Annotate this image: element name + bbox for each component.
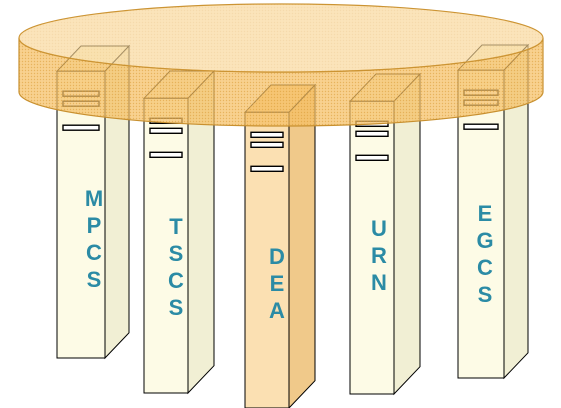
tower-label-egcs: E G C S: [470, 200, 500, 308]
tower-egcs-letter: S: [478, 281, 493, 308]
drive-bay: [63, 125, 99, 130]
network-ring: [19, 4, 543, 126]
tower-dea-letter: D: [269, 243, 285, 270]
tower-urn-letter: N: [371, 269, 387, 296]
drive-bay: [356, 131, 388, 136]
tower-urn-letter: U: [371, 215, 387, 242]
tower-label-tscs: T S C S: [161, 213, 191, 321]
tower-tscs-letter: S: [169, 240, 184, 267]
tower-tscs-letter: S: [169, 294, 184, 321]
tower-tscs-letter: C: [168, 267, 184, 294]
drive-bay: [251, 132, 283, 137]
drive-bay: [150, 128, 182, 133]
tower-mpcs-letter: M: [85, 185, 103, 212]
drive-bay: [356, 155, 388, 160]
tower-dea-letter: A: [269, 297, 285, 324]
tower-label-urn: U R N: [364, 215, 394, 296]
tower-egcs-letter: C: [477, 254, 493, 281]
drive-bay: [251, 166, 283, 171]
tower-label-dea: D E A: [262, 243, 292, 324]
ring-top-texture: [19, 4, 543, 72]
drive-bay: [150, 152, 182, 157]
tower-egcs-letter: G: [476, 227, 493, 254]
tower-side-face: [289, 85, 315, 408]
tower-label-mpcs: M P C S: [79, 185, 109, 293]
tower-dea-letter: E: [270, 270, 285, 297]
tower-mpcs-letter: P: [87, 212, 102, 239]
tower-urn-letter: R: [371, 242, 387, 269]
tower-tscs-letter: T: [169, 213, 182, 240]
drive-bay: [464, 124, 498, 129]
tower-mpcs-letter: C: [86, 239, 102, 266]
drive-bay: [251, 142, 283, 147]
tower-egcs-letter: E: [478, 200, 493, 227]
tower-mpcs-letter: S: [87, 266, 102, 293]
